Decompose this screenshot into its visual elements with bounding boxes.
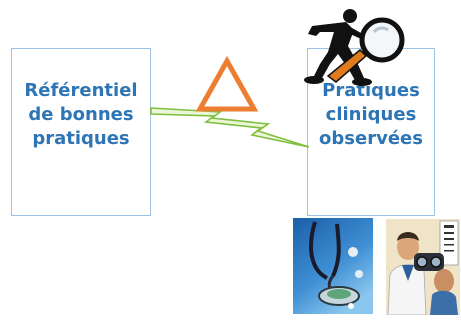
delta-triangle xyxy=(195,55,259,112)
eye-exam-clipart-icon xyxy=(386,219,460,315)
referentiel-box: Référentiel de bonnes pratiques xyxy=(11,48,151,216)
magnifying-glass-figure-icon xyxy=(304,9,405,86)
referentiel-label: Référentiel de bonnes pratiques xyxy=(24,80,138,149)
pratiques-label: Pratiques cliniques observées xyxy=(319,80,423,149)
stethoscope-clipart-icon xyxy=(293,218,373,314)
lightning-connector xyxy=(150,107,310,148)
